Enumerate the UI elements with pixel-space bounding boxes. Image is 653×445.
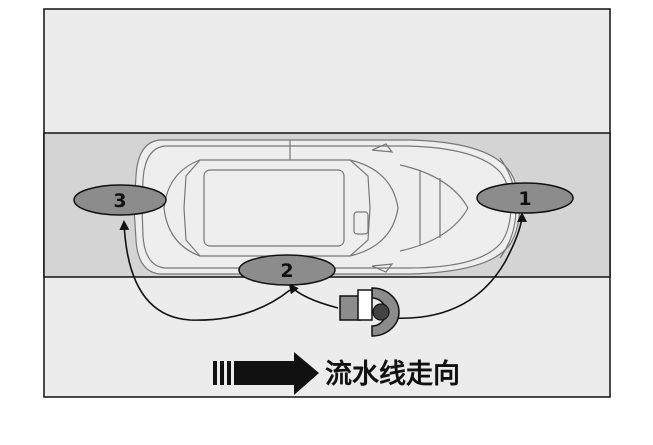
flow-arrow-stripe-2	[220, 361, 224, 385]
position-marker-2: 2	[238, 254, 336, 286]
operator-icon	[339, 287, 400, 337]
path-arrow-position-2-to-position-3	[119, 220, 291, 321]
car-mirror-top	[371, 143, 394, 153]
position-marker-3: 3	[73, 184, 167, 216]
position-marker-2-shape	[238, 254, 336, 286]
flow-arrow-stripe-1	[213, 361, 217, 385]
car-hood-lines	[399, 164, 469, 252]
car-top-view-icon	[133, 139, 521, 275]
flow-direction-arrow-icon	[213, 352, 319, 395]
flow-arrow-stripe-3	[227, 361, 231, 385]
position-marker-1: 1	[476, 182, 574, 214]
car-steering-wheel	[353, 211, 369, 235]
path-arrow-operator-to-position-1	[391, 212, 527, 320]
flow-arrow-body	[234, 352, 319, 395]
car-roof	[203, 169, 345, 247]
path-arrow-operator-to-position-2	[288, 283, 339, 309]
operator-arms	[339, 295, 361, 321]
position-marker-1-label: 1	[518, 188, 531, 210]
flow-direction-label: 流水线走向	[325, 358, 460, 390]
position-marker-3-shape	[73, 184, 167, 216]
position-marker-3-label: 3	[113, 190, 126, 212]
car-mirror-bottom	[371, 263, 394, 273]
car-body-outline	[133, 139, 521, 275]
car-windshield	[349, 159, 399, 257]
position-marker-2-label: 2	[280, 260, 293, 282]
car-rear-window	[163, 159, 201, 257]
operator-head	[372, 303, 390, 321]
position-marker-1-shape	[476, 182, 574, 214]
car-body-inner-outline	[141, 145, 512, 269]
operator-tool	[357, 289, 373, 321]
